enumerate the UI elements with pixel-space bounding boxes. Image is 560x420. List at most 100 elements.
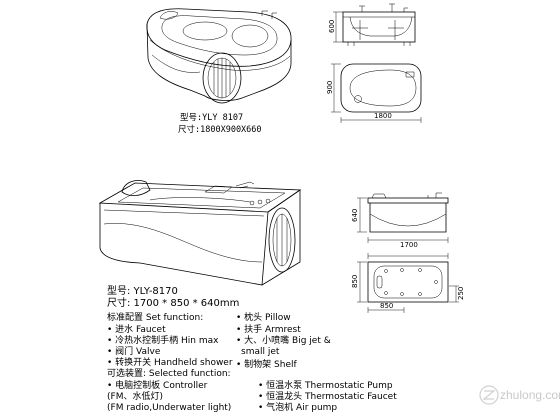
dimension-label-length: 1800 [374,112,392,120]
dimension-8170-height-line [357,197,367,233]
tub-8170-perspective [98,180,302,286]
plan-8170-pillow [376,275,383,289]
tub-8170-basin [117,187,286,209]
tub-8170-shower [235,181,255,189]
standard-item-faucet: • 进水 Faucet [107,325,166,335]
tub-8170-basin-floor [149,197,251,203]
tub-8107-apron-wave [151,54,201,73]
tub-8107-seat-well [182,21,228,41]
tub-8170-armrest [204,185,233,194]
jet [384,269,388,273]
dimension-8170-height-label: 640 [351,209,359,222]
tub-8107-model-label: 型号:YLY 8107 [180,113,243,123]
plan-controls [405,71,415,78]
dimension-8170-edge-label: 250 [457,287,465,300]
elevation-legs [347,42,411,46]
dimension-8170-length-line [367,237,449,243]
plan-8170-basin [373,265,443,299]
elevation-8170-faucet [427,192,442,198]
standard-item-jets: • 大、小喷嘴 Big jet & [236,336,331,346]
elevation-8170-body [369,203,447,233]
dimension-label-width: 900 [326,81,334,94]
elevation-body [342,11,416,43]
tub-8107-size-label: 尺寸:1800X900X660 [178,124,262,135]
jet [400,268,404,272]
dimension-8170-offset-line [367,307,405,313]
dimension-8170-edge-line [449,285,459,303]
tub-8107-perspective [146,8,292,104]
elevation-8170-rim [367,197,449,204]
tub-8107-base [204,95,243,101]
elevation-8170-pillow [371,193,387,199]
tub-8170-pillow [121,180,151,196]
plan-8170-outer [367,261,449,303]
tub-8170-controls [249,198,271,206]
dimension-8170-offset-label: 850 [380,302,393,310]
dimension-line-height [333,11,343,43]
standard-item-valve: • 阀门 Valve [107,347,161,357]
elevation-supports [352,20,404,40]
dimension-8170-length-label: 1700 [400,241,418,249]
standard-item-jets-cont: small jet [241,347,280,357]
tub-8107-plan: 900 1800 [326,63,422,123]
standard-item-pillow: • 枕头 Pillow [236,313,291,323]
watermark-logo-mark [482,390,496,400]
optional-title: 可选装置: Selected function: [107,369,231,379]
tub-8170-window-bands [276,214,288,266]
plan-outer [340,63,422,113]
standard-item-shelf: • 制物架 Shelf [236,360,297,370]
standard-item-shower: • 转换开关 Handheld shower [107,358,233,368]
tub-8107-pillow [159,11,179,20]
jet [384,291,388,295]
tub-8107-window-outer [202,52,242,104]
dimension-label-height: 600 [328,20,336,33]
tub-8107-apron-edge [149,39,291,71]
optional-item-controller-cn: (FM、水低灯) [107,392,163,402]
elevation-basin [349,16,413,37]
elevation-8170-apron [369,213,447,227]
optional-item-pump: • 恒温水泵 Thermostatic Pump [258,381,393,391]
tub-8107-window-bands [213,58,231,98]
elevation-faucets [359,3,408,12]
tub-8107-basin [161,15,278,56]
tub-8107-foot-well [231,24,269,48]
dimension-8170-top-line [367,253,449,259]
optional-item-controller: • 电脑控制板 Controller [107,381,208,391]
tub-8170-side [261,189,301,286]
tub-8170-apron-edge [103,209,265,217]
dimension-line-width [331,63,341,113]
tub-8107-apron-left [146,23,206,97]
plan-basin [349,69,417,107]
watermark-logo-icon [479,385,499,405]
plan-8170-jets [384,268,438,296]
standard-item-armrest: • 扶手 Armrest [236,325,301,335]
tub-8107-apron-right [241,40,292,99]
dimension-8170-width-label: 850 [351,275,359,288]
jet [400,292,404,296]
plan-drain [354,95,362,103]
tub-8170-window-outer [268,207,296,273]
dimension-line-length [340,117,422,123]
standard-title: 标准配置 Set function: [107,313,204,323]
tub-8170-apron-wave [103,223,263,263]
spec-model: 型号: YLY-8170 [107,286,178,297]
dimension-8170-width-line [357,261,367,303]
optional-item-air-pump: • 气泡机 Air pump [258,403,338,413]
standard-item-handle: • 冷热水控制手柄 Hin max [107,336,219,346]
optional-item-thermo-faucet: • 恒温龙头 Thermostatic Faucet [258,392,397,402]
watermark-text: zhulong.com [500,388,560,402]
jet [418,268,422,272]
tub-8170-front [99,203,269,286]
tub-8170-plan: 850 250 850 [351,253,465,313]
tub-8170-elevation: 640 1700 [351,192,449,249]
jet [434,280,438,284]
tub-8107-rim [146,8,292,67]
optional-item-controller-en: (FM radio,Underwater light) [107,403,232,413]
tub-8107-elevation: 600 [328,3,416,46]
spec-size: 尺寸: 1700 * 850 * 640mm [107,298,240,309]
jet [418,292,422,296]
watermark: zhulong.com [479,385,560,405]
tub-8107-faucet [261,10,277,19]
